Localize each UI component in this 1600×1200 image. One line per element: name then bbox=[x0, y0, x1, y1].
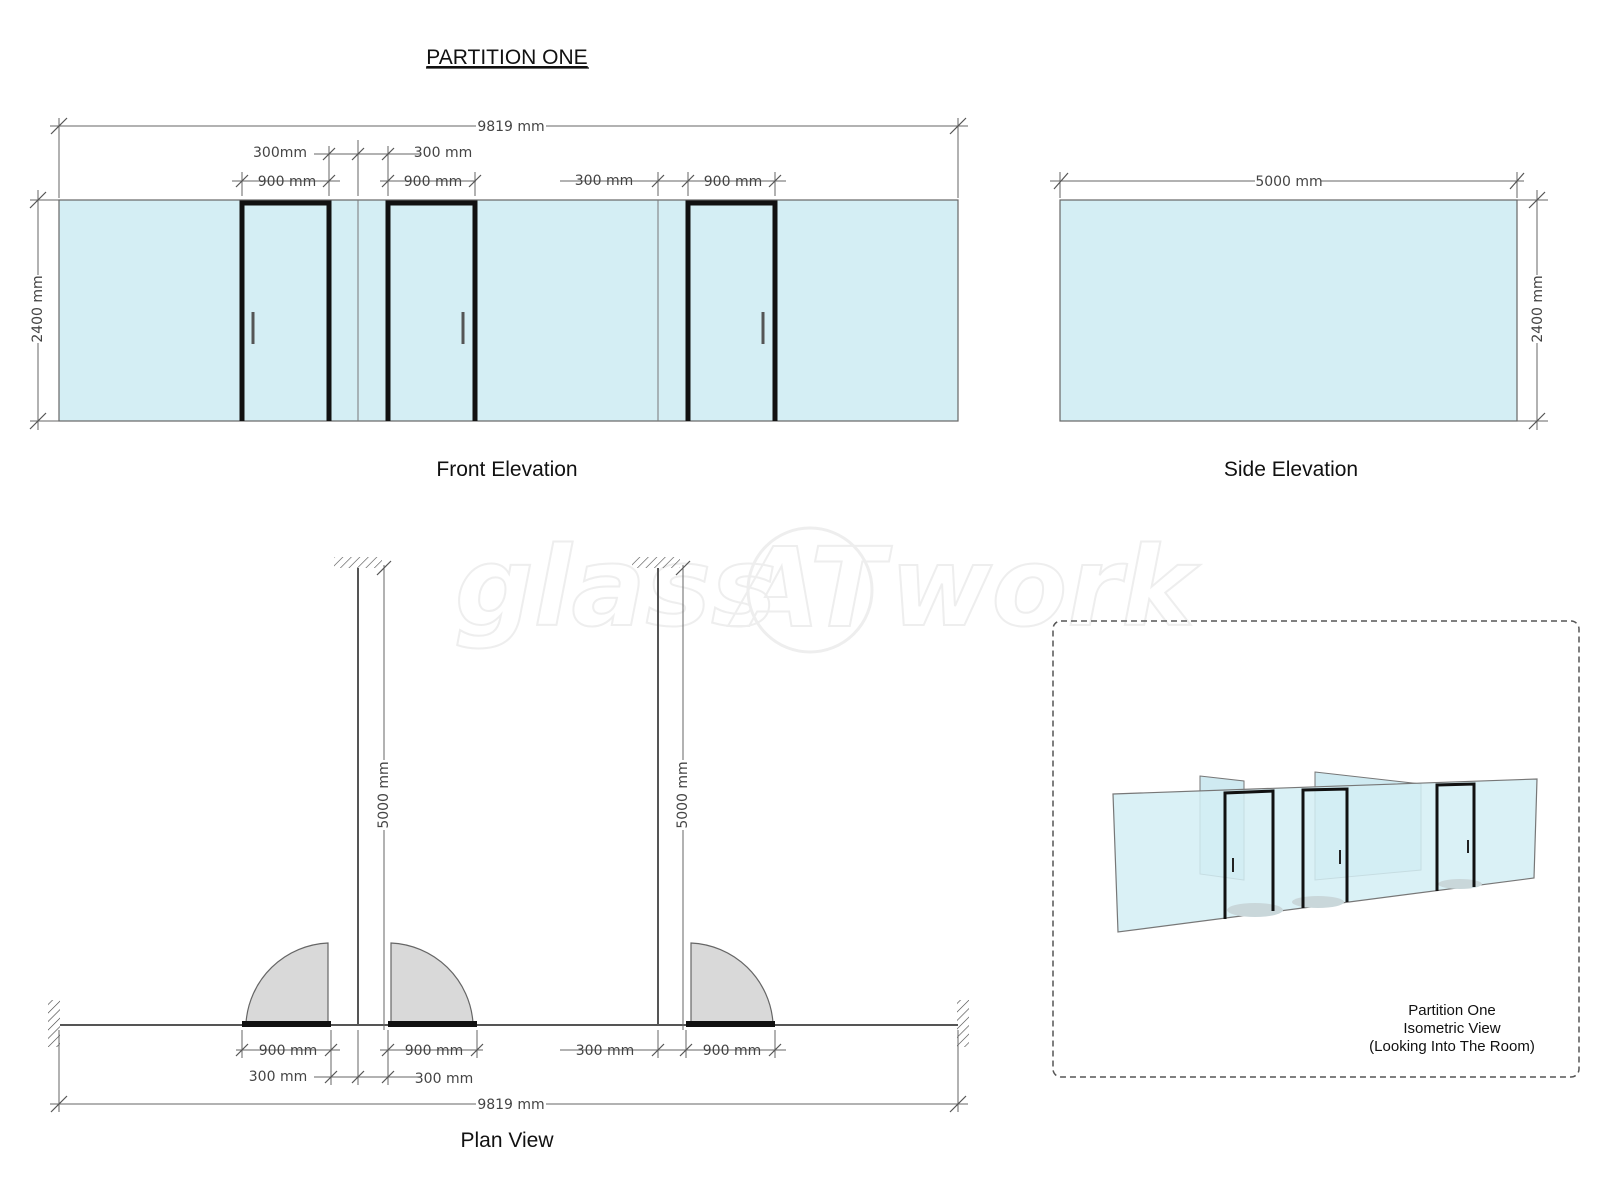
plan-300-label-b: 300 mm bbox=[415, 1071, 473, 1087]
front-door-3 bbox=[685, 200, 778, 421]
iso-door-3-shadow bbox=[1438, 879, 1482, 889]
iso-caption-line-2: Isometric View bbox=[1403, 1020, 1500, 1037]
plan-view-caption: Plan View bbox=[460, 1129, 554, 1152]
plan-door-leaf-3 bbox=[686, 1021, 775, 1027]
iso-front-partition bbox=[1112, 778, 1538, 933]
side-glass-panel bbox=[1059, 199, 1518, 422]
plan-view: 5000 mm 5000 mm 900 mm 900 mm 90 bbox=[48, 557, 969, 1152]
front-elevation: 9819 mm 2400 mm bbox=[29, 116, 968, 481]
side-elevation: 5000 mm 2400 mm Side Elevation bbox=[1050, 172, 1548, 481]
front-door-3-width-label: 900 mm bbox=[704, 174, 762, 190]
watermark: glass AT work bbox=[454, 522, 1201, 654]
door-swing-3 bbox=[690, 942, 774, 1024]
side-elevation-caption: Side Elevation bbox=[1224, 458, 1358, 481]
front-door-2 bbox=[385, 200, 478, 421]
front-300-label-b: 300 mm bbox=[414, 145, 472, 161]
front-glass-panel bbox=[58, 199, 959, 422]
isometric-view: Partition One Isometric View (Looking In… bbox=[1052, 620, 1580, 1078]
watermark-badge-text: AT bbox=[727, 524, 893, 652]
plan-wall-1-depth-label: 5000 mm bbox=[376, 761, 392, 828]
front-top-dimensions: 900 mm 900 mm 900 mm 300mm 300 mm 300 mm bbox=[232, 140, 786, 196]
front-overall-width-label: 9819 mm bbox=[477, 119, 544, 135]
plan-door-3-width-label: 900 mm bbox=[703, 1043, 761, 1059]
front-300-label-c: 300 mm bbox=[575, 173, 633, 189]
front-door-1 bbox=[239, 200, 332, 421]
iso-door-3 bbox=[1435, 782, 1476, 891]
iso-door-2 bbox=[1301, 787, 1349, 908]
plan-wall-2-depth-label: 5000 mm bbox=[675, 761, 691, 828]
watermark-badge-circle bbox=[746, 526, 874, 654]
drawing-title: PARTITION ONE bbox=[426, 46, 587, 69]
left-wall-hatch bbox=[48, 1000, 60, 1047]
plan-overall-width-label: 9819 mm bbox=[477, 1097, 544, 1113]
iso-door-2-shadow bbox=[1292, 896, 1344, 908]
isometric-frame-box bbox=[1052, 620, 1580, 1078]
iso-caption-line-3: (Looking Into The Room) bbox=[1369, 1038, 1535, 1055]
front-door-2-width-label: 900 mm bbox=[404, 174, 462, 190]
plan-door-leaf-2 bbox=[388, 1021, 477, 1027]
iso-door-1-shadow bbox=[1227, 903, 1283, 917]
watermark-text-left: glass bbox=[455, 523, 777, 651]
iso-caption-line-1: Partition One bbox=[1408, 1002, 1496, 1019]
wall-cap-2-hatch bbox=[632, 557, 680, 568]
front-height-label: 2400 mm bbox=[30, 275, 46, 342]
door-swing-1 bbox=[245, 942, 329, 1024]
right-wall-hatch bbox=[957, 1000, 969, 1047]
front-door-1-width-label: 900 mm bbox=[258, 174, 316, 190]
front-elevation-caption: Front Elevation bbox=[436, 458, 577, 481]
wall-cap-1-hatch bbox=[334, 557, 382, 568]
front-height-dimension: 2400 mm bbox=[29, 190, 59, 430]
door-swing-2 bbox=[390, 942, 474, 1024]
side-height-label: 2400 mm bbox=[1530, 275, 1546, 342]
plan-door-2-width-label: 900 mm bbox=[405, 1043, 463, 1059]
plan-door-leaf-1 bbox=[242, 1021, 331, 1027]
front-overall-dimension: 9819 mm bbox=[50, 116, 968, 198]
iso-door-1 bbox=[1223, 789, 1275, 919]
plan-300-label-a: 300 mm bbox=[249, 1069, 307, 1085]
plan-300-label-c: 300 mm bbox=[576, 1043, 634, 1059]
front-300-label-a: 300mm bbox=[253, 145, 307, 161]
plan-door-1-width-label: 900 mm bbox=[259, 1043, 317, 1059]
watermark-text-right: work bbox=[890, 523, 1200, 651]
side-width-label: 5000 mm bbox=[1255, 174, 1322, 190]
